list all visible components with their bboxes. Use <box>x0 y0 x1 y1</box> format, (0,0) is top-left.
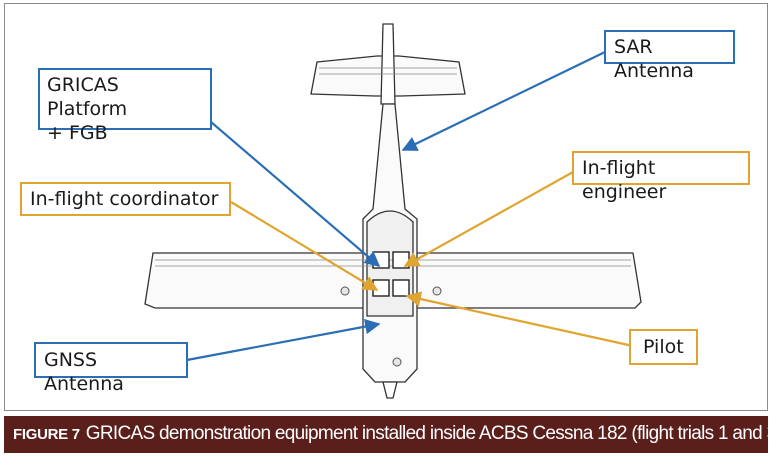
callout-lines <box>186 51 634 362</box>
figure-caption: FIGURE 7 GRICAS demonstration equipment i… <box>4 416 774 453</box>
gnss-antenna-pointer <box>186 318 381 362</box>
label-in-flight-coordinator: In-flight coordinator <box>20 182 231 216</box>
in-flight-coordinator-pointer <box>230 201 379 291</box>
label-gricas-platform: GRICAS Platform + FGB <box>38 68 212 144</box>
gricas-platform-pointer <box>210 121 381 268</box>
figure-label: FIGURE 7 <box>13 426 80 443</box>
seat-rear-left <box>372 251 390 269</box>
pilot-pointer <box>405 291 634 348</box>
sar-antenna-pointer <box>401 51 606 151</box>
seat-front-right <box>392 279 410 297</box>
label-in-flight-engineer: In-flight engineer <box>572 151 750 203</box>
aircraft-diagram <box>144 23 642 399</box>
wheels <box>340 286 442 367</box>
propeller-spinner <box>382 381 398 399</box>
label-pilot: Pilot <box>629 329 698 365</box>
label-gnss-antenna: GNSS Antenna <box>34 342 188 395</box>
in-flight-engineer-pointer <box>403 171 574 267</box>
caption-text: GRICAS demonstration equipment installed… <box>85 423 774 444</box>
figure-frame: GRICAS Platform + FGB SAR Antenna In-fli… <box>4 3 768 411</box>
label-sar-antenna: SAR Antenna <box>604 30 735 82</box>
vertical-fin <box>380 23 396 105</box>
